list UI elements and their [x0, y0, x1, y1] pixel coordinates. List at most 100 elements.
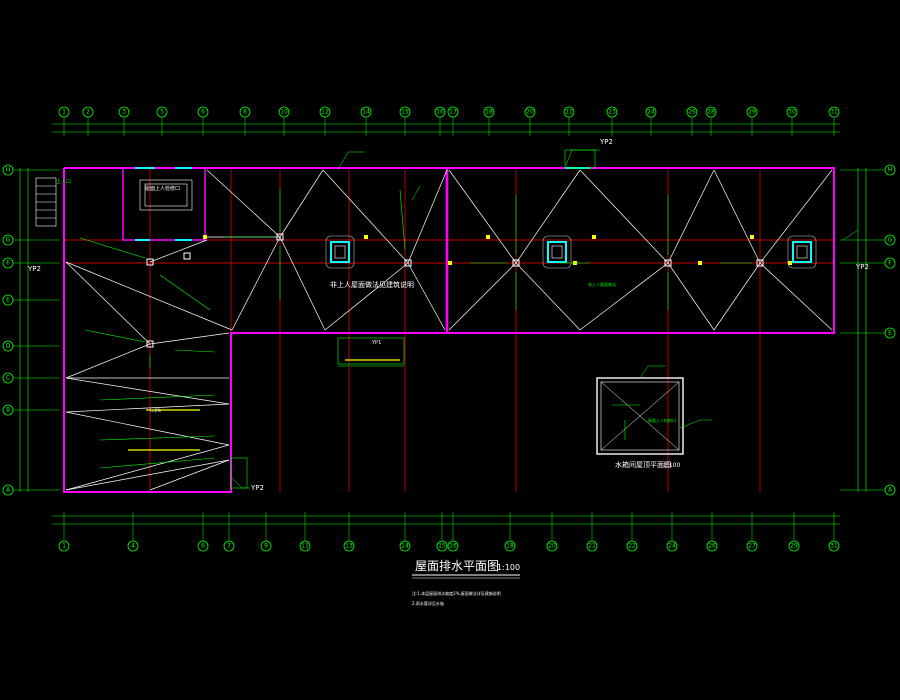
leader-lines: [231, 149, 859, 489]
axis-label: B: [6, 407, 10, 414]
axis-label: 2: [86, 109, 90, 116]
hatch-accents: [135, 167, 590, 241]
drain-points: [146, 233, 792, 348]
axis-label: 6: [201, 109, 205, 116]
axis-label: 18: [485, 109, 493, 116]
axis-label: C: [6, 375, 10, 382]
wt-note: 屋面上人检修口: [648, 417, 676, 423]
axes-left: H G F E D C B A: [2, 164, 60, 496]
water-tank-title: 水箱间屋顶平面图: [615, 460, 671, 469]
axis-label: 14: [401, 543, 409, 550]
axis-label: 21: [588, 543, 596, 550]
gutter-segments: [128, 359, 400, 451]
axis-label: 20: [548, 543, 556, 550]
axis-label: 12: [321, 109, 329, 116]
axis-label: 18: [506, 543, 514, 550]
drain-icon: [276, 233, 284, 241]
notes-line-2: 2.雨水管详见水施: [412, 600, 444, 606]
drain-icon: [664, 259, 672, 267]
water-tank-scale: 1:100: [663, 462, 680, 469]
axis-label: 15: [401, 109, 409, 116]
axis-label: 26: [688, 109, 696, 116]
axis-label: 13: [345, 543, 353, 550]
axis-label: 15: [438, 543, 446, 550]
axis-label: 31: [830, 109, 838, 116]
axis-label: 14: [362, 109, 370, 116]
axis-label: F: [888, 260, 892, 267]
tag-symbols: [230, 149, 596, 489]
main-title-scale: 1:100: [497, 563, 520, 572]
dimension-frames: [19, 123, 867, 525]
axis-label: 26: [708, 543, 716, 550]
drain-icon: [756, 259, 764, 267]
dimension-ticks: [63, 120, 835, 528]
axis-label: 16: [436, 109, 444, 116]
water-tank-room: [596, 377, 684, 455]
axis-label: 27: [748, 543, 756, 550]
axis-label: 4: [131, 543, 135, 550]
pipe-tag-right: YP2: [855, 263, 869, 271]
axis-label: 6: [201, 543, 205, 550]
axes-right: H G F E A: [840, 164, 896, 496]
axis-label: 31: [830, 543, 838, 550]
axis-label: 24: [668, 543, 676, 550]
axis-label: E: [888, 330, 892, 337]
axis-label: 3: [122, 109, 126, 116]
axis-label: E: [6, 297, 10, 304]
axis-label: 23: [608, 109, 616, 116]
room-right-label: 非上人屋面做法: [588, 281, 616, 287]
main-title: 屋面排水平面图: [415, 559, 499, 573]
roof-hatch-icon: [547, 241, 567, 263]
axis-label: H: [6, 167, 11, 174]
axis-label: 22: [628, 543, 636, 550]
drain-icon: [404, 259, 412, 267]
roof-hatch-icon: [792, 241, 812, 263]
pipe-tag-top: YP2: [599, 138, 613, 146]
roof-outline: [63, 167, 835, 493]
axis-label: G: [6, 237, 11, 244]
axis-label: 5: [160, 109, 164, 116]
roof-vents: [325, 235, 817, 269]
axis-label: 29: [748, 109, 756, 116]
axis-label: 1: [62, 109, 66, 116]
axis-label: H: [888, 167, 893, 174]
roof-hatch-icon: [330, 241, 350, 263]
axis-label: 10: [280, 109, 288, 116]
axis-label: 16: [449, 543, 457, 550]
axis-label: 7: [227, 543, 231, 550]
axis-label: 8: [243, 109, 247, 116]
axis-label: 9: [264, 543, 268, 550]
axis-label: 11: [301, 543, 309, 550]
axis-label: F: [6, 260, 10, 267]
axis-label: 29: [790, 543, 798, 550]
axis-label: A: [888, 487, 893, 494]
pipe-tag-left: YP2: [27, 265, 41, 273]
pipe-tag-bottom: YP2: [250, 484, 264, 492]
roof-label: 非上人屋面做法见建筑说明: [330, 280, 414, 289]
slope-tag: i=2%: [150, 408, 161, 413]
axis-label: D: [6, 343, 11, 350]
axis-label: 17: [449, 109, 457, 116]
pipe-tag-mid: YP1: [371, 340, 381, 346]
drain-icon: [512, 259, 520, 267]
axis-label: 21: [565, 109, 573, 116]
stair-label: 上人口: [56, 178, 71, 185]
slope-arrows: [79, 189, 752, 469]
drain-icon: [146, 258, 154, 266]
drain-icon: [146, 340, 154, 348]
axis-label: 30: [788, 109, 796, 116]
room-label: 屋面上人检修口: [145, 185, 180, 192]
axis-label: A: [6, 487, 11, 494]
axis-label: 1: [62, 543, 66, 550]
roof-slope-lines: [65, 169, 833, 491]
axis-label: 24: [647, 109, 655, 116]
axis-label: 28: [707, 109, 715, 116]
drain-icon: [183, 252, 191, 260]
axis-label: 20: [526, 109, 534, 116]
axis-label: G: [888, 237, 893, 244]
stair-core: [35, 177, 193, 227]
notes-line-1: 注:1.本层屋面排水坡度2%,屋面做法详见建施说明: [412, 590, 501, 596]
